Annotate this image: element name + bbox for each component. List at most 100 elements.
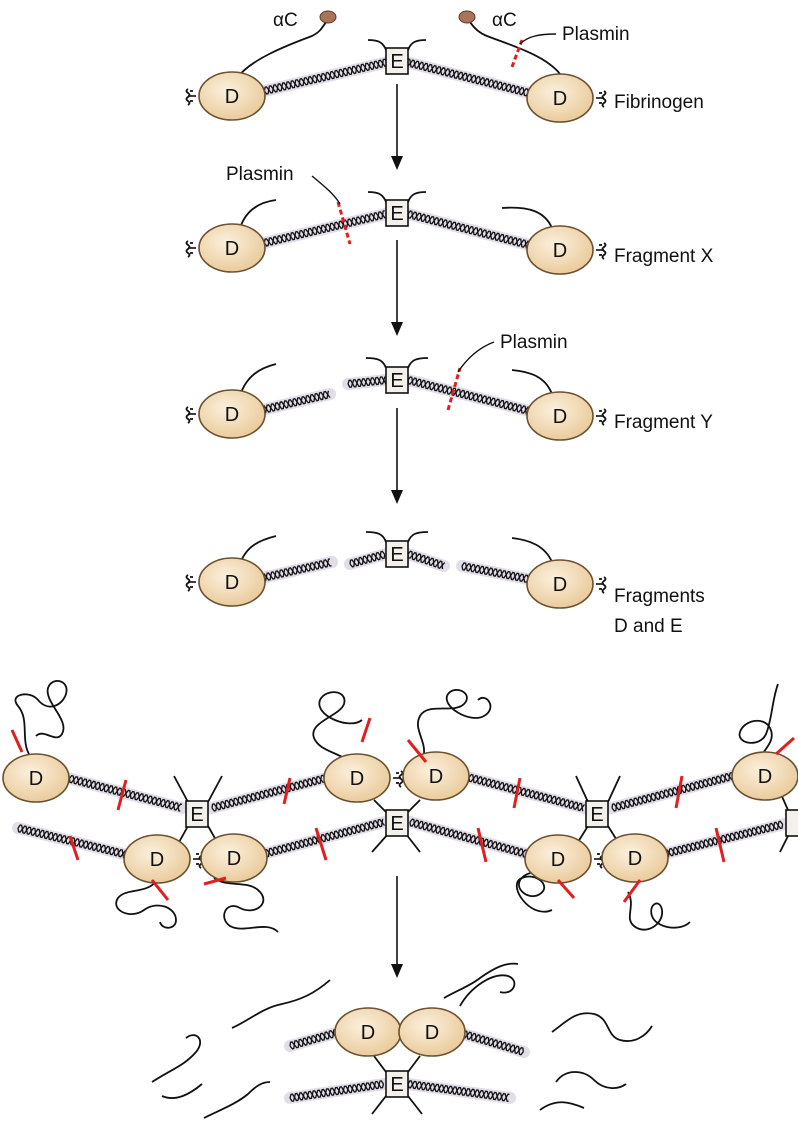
d-domain-label: D [758,766,772,788]
e-domain-chain [366,358,386,368]
coiled-coil [262,391,330,413]
coiled-coil [410,819,534,859]
coiled-coil [408,211,534,249]
e-domain-label: E [390,813,403,835]
d-domain: D [187,390,266,438]
fragment-x-label: Fragment X [614,246,714,267]
e-domain-label: E [590,804,603,826]
coiled-coil [408,1081,510,1102]
coiled-coil [290,1081,384,1101]
alpha-c-chain [116,882,176,928]
free-fragment [444,964,518,1006]
coiled-coil [462,563,533,583]
alpha-c-label: αC [492,10,517,31]
d-domain-label: D [429,766,443,788]
arrow [391,84,403,170]
d-domain-label: D [227,848,241,870]
plasmin-label-leader [520,34,556,44]
d-domain-label: D [553,406,567,428]
d-domain: D [527,226,606,274]
e-domain: E [386,200,408,226]
coiled-coil [52,771,182,811]
free-fragment [556,1072,626,1088]
d-domain: D [201,834,267,882]
d-domain-label: D [225,572,239,594]
coiled-coil [408,377,534,415]
d-domain: D [187,224,266,272]
d-domain: D [525,835,604,883]
e-domain-chain [366,532,386,542]
d-domain: D [187,558,266,606]
alpha-c-chain [740,684,778,760]
e-domain-label: E [390,203,403,225]
d-dimer-products: D D E [152,964,652,1118]
d-domain-label: D [553,240,567,262]
d-domain: D [399,1008,465,1056]
chain-remnant [512,370,552,394]
d-domain: D [187,72,266,120]
e-domain-chain [368,40,386,50]
coiled-coil [260,211,386,247]
e-domain-label: E [190,804,203,826]
plasmin-label: Plasmin [226,164,294,185]
e-domain: E [386,810,408,836]
plasmin-label-leader [312,176,340,204]
e-domain: E [386,541,408,567]
cross-linked-fibrin-polymer: E E E D D D D D D D D [3,681,798,932]
free-fragment [540,1102,584,1110]
e-domain: E [386,367,408,393]
alpha-c-chain [15,681,66,756]
alpha-c-domain [320,11,336,23]
chain-remnant [512,538,552,562]
plasmin-label: Plasmin [500,332,568,353]
fragments-d-and-e: D D E [187,532,606,608]
alpha-c-label: αC [273,10,298,31]
coiled-coil [262,559,332,581]
d-domain-label: D [350,768,364,790]
plasmin-label: Plasmin [562,24,630,45]
d-domain: D [324,754,403,802]
e-domain: E [586,801,608,827]
d-domain: D [732,752,798,800]
fragments-label-line2: D and E [614,616,683,637]
fragment-y-label: Fragment Y [614,412,713,433]
d-domain-label: D [225,238,239,260]
e-domain-label: E [390,544,403,566]
free-fragment [232,980,330,1028]
e-domain-label: E [390,51,403,73]
fragment-y-molecule: D D E [187,342,606,440]
fragments-label-line1: Fragments [614,586,705,607]
d-domain: D [527,74,606,122]
e-domain [786,810,798,836]
d-domain-label: D [361,1022,375,1044]
e-domain-chain [408,358,428,368]
e-domain-chain [368,192,386,202]
d-domain: D [602,834,668,882]
coiled-coil [456,771,585,811]
e-domain-chain [408,532,428,542]
e-domain: E [386,48,408,74]
arrow [391,876,403,978]
coiled-coil [408,551,445,569]
chain-remnant [502,208,552,228]
d-domain: D [527,560,606,608]
arrow [391,240,403,336]
alpha-c-chain [214,878,278,932]
arrow [391,408,403,504]
d-domain-label: D [225,404,239,426]
e-domain-label: E [390,370,403,392]
coiled-coil [350,551,386,567]
alpha-c-chain [313,692,362,764]
d-domain-label: D [553,574,567,596]
chain-remnant [240,200,276,228]
plasmin-label-leader [458,342,494,372]
alpha-c-chain [418,690,491,760]
d-domain-label: D [425,1022,439,1044]
free-fragment [552,1013,652,1041]
d-domain: D [403,752,469,800]
coiled-coil [260,59,388,95]
alpha-c-chain [628,892,690,930]
d-domain: D [3,754,69,802]
e-domain-label: E [390,1074,403,1096]
